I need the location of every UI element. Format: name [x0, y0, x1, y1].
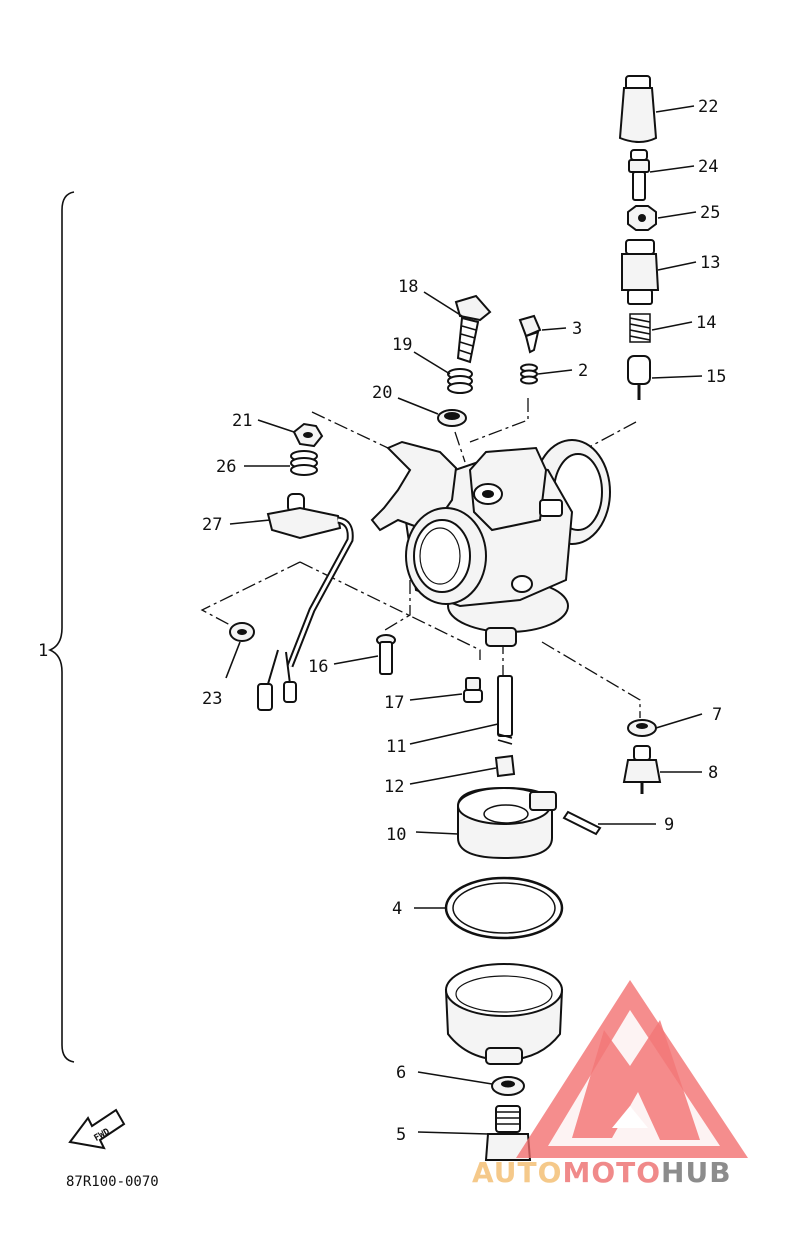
part-12-main-jet — [494, 754, 516, 778]
assembly-dash-line — [299, 561, 481, 660]
assembly-bracket — [47, 191, 75, 1063]
callout-10: 10 — [386, 825, 406, 845]
callout-20: 20 — [372, 383, 392, 403]
diagram-code: 87R100-0070 — [66, 1174, 159, 1190]
part-13-mixing-chamber-top — [621, 239, 660, 305]
callout-13: 13 — [700, 253, 720, 273]
callout-26: 26 — [216, 457, 236, 477]
leader-lines — [225, 105, 703, 1135]
callout-25: 25 — [700, 203, 720, 223]
part-7-washer — [627, 719, 657, 737]
callout-17: 17 — [384, 693, 404, 713]
callout-18: 18 — [398, 277, 418, 297]
callout-4: 4 — [392, 899, 402, 919]
watermark-logo-icon — [516, 980, 748, 1158]
part-9-float-pin — [562, 810, 602, 836]
watermark-moto: MOTO — [562, 1156, 661, 1189]
callout-7: 7 — [712, 705, 722, 725]
part-17-pilot-jet — [463, 677, 483, 703]
part-23-washer — [229, 622, 255, 642]
callout-6: 6 — [396, 1063, 406, 1083]
watermark-brand: AUTOMOTOHUB — [472, 1156, 732, 1189]
part-25-nut — [627, 205, 657, 231]
watermark-auto: AUTO — [472, 1156, 562, 1189]
callout-5: 5 — [396, 1125, 406, 1145]
callout-11: 11 — [386, 737, 406, 757]
callout-3: 3 — [572, 319, 582, 339]
part-20-washer — [437, 409, 467, 427]
callout-2: 2 — [578, 361, 588, 381]
assembly-dash-line — [200, 561, 301, 626]
part-6-washer — [491, 1076, 525, 1096]
callout-9: 9 — [664, 815, 674, 835]
callout-23: 23 — [202, 689, 222, 709]
part-8-valve-seat — [622, 745, 662, 794]
watermark-hub: HUB — [661, 1156, 732, 1189]
assembly-dash-line — [454, 431, 466, 463]
callout-15: 15 — [706, 367, 726, 387]
callout-19: 19 — [392, 335, 412, 355]
carburetor-body — [370, 439, 611, 647]
part-2-spring — [520, 363, 538, 385]
part-21-nut — [292, 422, 324, 448]
part-10-float — [457, 786, 557, 860]
float-chamber-bowl — [444, 963, 564, 1065]
part-16-screw — [376, 634, 396, 675]
callout-24: 24 — [698, 157, 718, 177]
callout-16: 16 — [308, 657, 328, 677]
part-18-throttle-stop-screw — [454, 294, 492, 364]
callout-22: 22 — [698, 97, 718, 117]
fwd-arrow-icon: FWD — [68, 1108, 126, 1150]
assembly-dash-line — [541, 641, 641, 718]
assembly-dash-line — [311, 411, 389, 449]
callout-21: 21 — [232, 411, 252, 431]
part-3-pilot-air-screw — [518, 314, 542, 354]
callout-1: 1 — [38, 641, 48, 661]
part-24-adjuster — [628, 149, 650, 201]
part-11-needle-jet — [497, 675, 513, 745]
part-4-gasket — [444, 876, 564, 940]
callout-14: 14 — [696, 313, 716, 333]
part-26-spring — [290, 450, 318, 476]
callout-8: 8 — [708, 763, 718, 783]
part-27-starter-plunger — [257, 493, 354, 711]
part-22-cap — [618, 75, 658, 143]
callout-12: 12 — [384, 777, 404, 797]
assembly-dash-line — [384, 580, 411, 631]
assembly-dash-line — [469, 398, 529, 443]
callout-27: 27 — [202, 515, 222, 535]
part-14-spring — [629, 313, 651, 343]
part-15-throttle-valve — [627, 355, 651, 400]
part-19-spring — [447, 368, 473, 394]
